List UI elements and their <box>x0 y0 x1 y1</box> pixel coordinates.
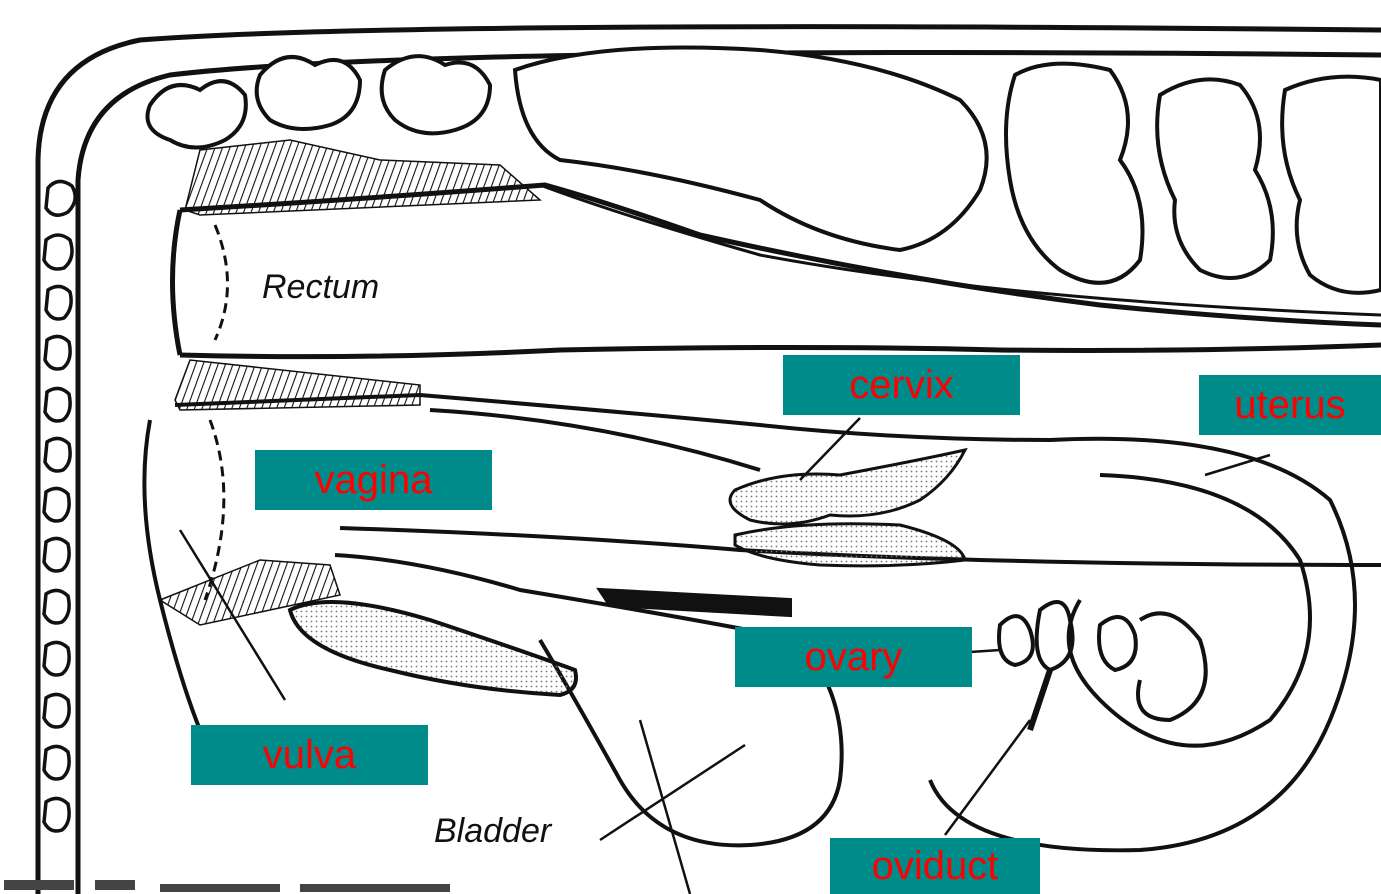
bladder <box>290 555 842 845</box>
callout-oviduct: oviduct <box>830 838 1040 894</box>
cervix-region <box>730 450 965 566</box>
callout-vagina: vagina <box>255 450 492 510</box>
rectum-printed-label: Rectum <box>262 268 379 307</box>
ovaries <box>999 602 1136 730</box>
callout-cervix: cervix <box>783 355 1020 415</box>
tail-vertebrae <box>44 181 75 831</box>
caption-remnant <box>4 880 450 892</box>
bladder-printed-label: Bladder <box>434 812 551 851</box>
callout-uterus: uterus <box>1199 375 1381 435</box>
callout-vulva: vulva <box>191 725 428 785</box>
callout-ovary: ovary <box>735 627 972 687</box>
